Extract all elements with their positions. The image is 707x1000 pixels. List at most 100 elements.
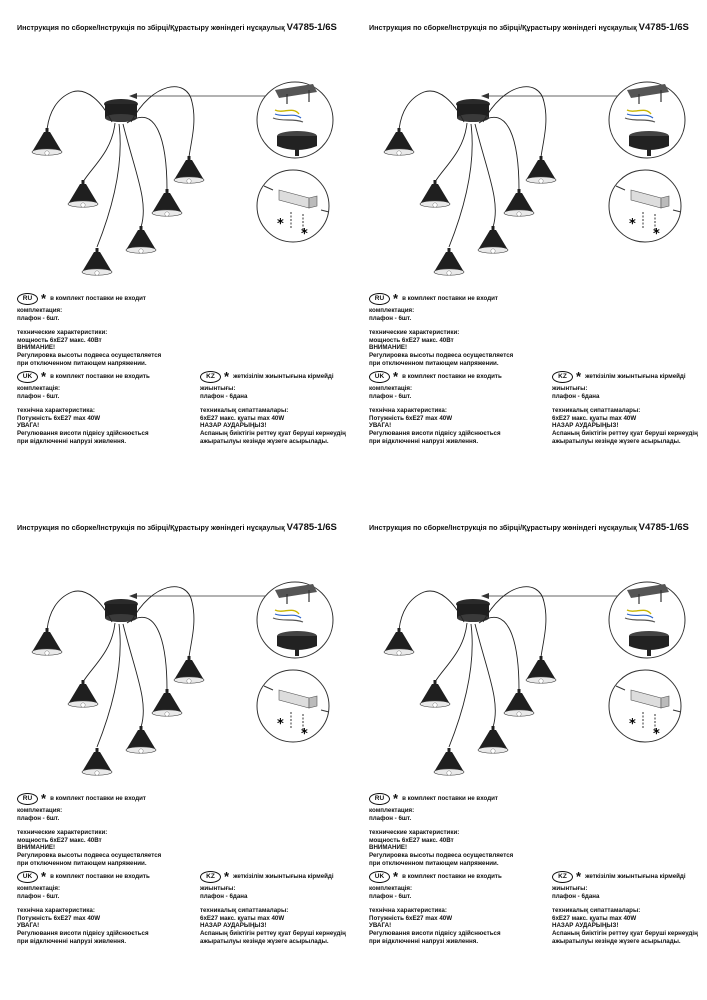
- uk-line: при відключенні напрузі живлення.: [17, 437, 127, 445]
- kz-line: Аспаның биіктігін реттеу қуат беруші кер…: [200, 429, 346, 437]
- kz-note: жеткізілім жиынтығына кірмейді: [233, 873, 334, 881]
- uk-line: комплектація:: [17, 885, 61, 892]
- kz-line: НАЗАР АУДАРЫҢЫЗ!: [200, 422, 267, 430]
- asterisk-mark: *: [301, 227, 308, 242]
- kz-section: KZ * жеткізілім жиынтығына кірмейді жиын…: [200, 370, 360, 445]
- uk-line: Регулювання висоти підвісу здійснюється: [369, 429, 501, 437]
- asterisk-icon: *: [393, 369, 399, 384]
- uk-line: УВАГА!: [369, 922, 392, 930]
- ru-line: технические характеристики:: [17, 329, 108, 337]
- uk-note: в комплект поставки не входить: [402, 373, 502, 381]
- kz-line: техникалық сипаттамалары:: [200, 907, 289, 915]
- uk-line: плафон - 6шт.: [369, 892, 412, 900]
- asterisk-icon: *: [41, 291, 47, 306]
- uk-line: Регулювання висоти підвісу здійснюється: [369, 929, 501, 937]
- ru-line: ВНИМАНИЕ!: [369, 344, 408, 352]
- kz-line: 6хЕ27 макс. қуаты max 40W: [552, 414, 637, 422]
- uk-note: в комплект поставки не входить: [50, 373, 150, 381]
- kz-line: 6хЕ27 макс. қуаты max 40W: [552, 914, 637, 922]
- asterisk-icon: *: [41, 369, 47, 384]
- kz-line: НАЗАР АУДАРЫҢЫЗ!: [552, 422, 619, 430]
- kz-line: техникалық сипаттамалары:: [552, 407, 641, 415]
- uk-line: при відключенні напрузі живлення.: [17, 937, 127, 945]
- kz-line: Аспаның биіктігін реттеу қуат беруші кер…: [552, 929, 698, 937]
- asterisk-icon: *: [576, 869, 582, 884]
- model-number: V4785-1/6S: [638, 522, 689, 533]
- uk-line: УВАГА!: [17, 922, 40, 930]
- uk-line: технічна характеристика:: [17, 407, 95, 415]
- kz-line: техникалық сипаттамалары:: [552, 907, 641, 915]
- kz-badge: KZ: [200, 371, 221, 383]
- ru-line: плафон - 6шт.: [369, 314, 412, 322]
- asterisk-icon: *: [224, 369, 230, 384]
- ru-line: Регулировка высоты подвеса осуществляетс…: [17, 851, 162, 859]
- uk-badge: UK: [17, 371, 38, 383]
- asterisk-icon: *: [393, 869, 399, 884]
- kz-line: жиынтығы:: [552, 885, 588, 892]
- ru-line: плафон - 6шт.: [17, 814, 60, 822]
- ru-line: Регулировка высоты подвеса осуществляетс…: [369, 351, 514, 359]
- ru-line: ВНИМАНИЕ!: [17, 844, 56, 852]
- ru-section: RU * в комплект поставки не входит компл…: [369, 792, 669, 867]
- uk-line: УВАГА!: [17, 422, 40, 430]
- uk-line: Потужність 6хЕ27 max 40W: [17, 914, 101, 922]
- kz-line: НАЗАР АУДАРЫҢЫЗ!: [552, 922, 619, 930]
- kz-note: жеткізілім жиынтығына кірмейді: [585, 873, 686, 881]
- uk-line: технічна характеристика:: [369, 907, 447, 915]
- ru-section: RU * в комплект поставки не входит компл…: [17, 792, 317, 867]
- kz-line: жиынтығы:: [552, 385, 588, 392]
- kz-line: плафон - 6дана: [552, 392, 600, 400]
- ru-line: технические характеристики:: [17, 829, 108, 837]
- uk-line: комплектація:: [369, 385, 413, 392]
- asterisk-mark: *: [277, 717, 284, 732]
- kz-line: жиынтығы:: [200, 385, 236, 392]
- uk-line: Потужність 6хЕ27 max 40W: [17, 414, 101, 422]
- asterisk-mark: *: [277, 217, 284, 232]
- ru-badge: RU: [369, 793, 390, 805]
- uk-note: в комплект поставки не входить: [50, 873, 150, 881]
- kz-line: ажыратылуы кезінде жүзеге асырылады.: [200, 437, 329, 445]
- title-text: Инструкция по сборке/Інструкція по збірц…: [17, 523, 285, 532]
- uk-note: в комплект поставки не входить: [402, 873, 502, 881]
- ru-note: в комплект поставки не входит: [50, 795, 146, 803]
- instruction-panel: Инструкция по сборке/Інструкція по збірц…: [17, 522, 357, 992]
- ru-line: комплектация:: [17, 807, 63, 814]
- asterisk-icon: *: [393, 791, 399, 806]
- uk-line: технічна характеристика:: [17, 907, 95, 915]
- uk-line: комплектація:: [17, 385, 61, 392]
- kz-line: 6хЕ27 макс. қуаты max 40W: [200, 414, 285, 422]
- ru-line: плафон - 6шт.: [369, 814, 412, 822]
- ru-section: RU * в комплект поставки не входит компл…: [17, 292, 317, 367]
- page-title: Инструкция по сборке/Інструкція по збірц…: [17, 522, 357, 533]
- uk-section: UK * в комплект поставки не входить комп…: [369, 370, 539, 445]
- asterisk-mark: *: [653, 227, 660, 242]
- uk-line: Потужність 6хЕ27 max 40W: [369, 414, 453, 422]
- kz-note: жеткізілім жиынтығына кірмейді: [585, 373, 686, 381]
- asterisk-icon: *: [41, 791, 47, 806]
- kz-line: плафон - 6дана: [200, 392, 248, 400]
- kz-line: плафон - 6дана: [200, 892, 248, 900]
- uk-section: UK * в комплект поставки не входить комп…: [17, 870, 187, 945]
- ru-line: комплектация:: [369, 307, 415, 314]
- ru-line: мощность 6хЕ27 макс. 40Вт: [369, 836, 454, 844]
- page-title: Инструкция по сборке/Інструкція по збірц…: [369, 522, 707, 533]
- ru-line: при отключенном питающем напряжении.: [17, 359, 147, 367]
- uk-section: UK * в комплект поставки не входить комп…: [17, 370, 187, 445]
- uk-line: УВАГА!: [369, 422, 392, 430]
- uk-line: при відключенні напрузі живлення.: [369, 437, 479, 445]
- title-text: Инструкция по сборке/Інструкція по збірц…: [369, 23, 637, 32]
- ru-note: в комплект поставки не входит: [402, 795, 498, 803]
- ru-line: технические характеристики:: [369, 329, 460, 337]
- asterisk-mark: *: [629, 717, 636, 732]
- ru-line: при отключенном питающем напряжении.: [369, 859, 499, 867]
- kz-badge: KZ: [552, 871, 573, 883]
- pendant-lamp-illustration: * *: [17, 562, 357, 792]
- pendant-lamp-illustration: * *: [369, 62, 707, 292]
- ru-badge: RU: [369, 293, 390, 305]
- ru-section: RU * в комплект поставки не входит компл…: [369, 292, 669, 367]
- model-number: V4785-1/6S: [638, 22, 689, 33]
- uk-line: Регулювання висоти підвісу здійснюється: [17, 929, 149, 937]
- uk-line: плафон - 6шт.: [17, 892, 60, 900]
- ru-badge: RU: [17, 293, 38, 305]
- kz-badge: KZ: [552, 371, 573, 383]
